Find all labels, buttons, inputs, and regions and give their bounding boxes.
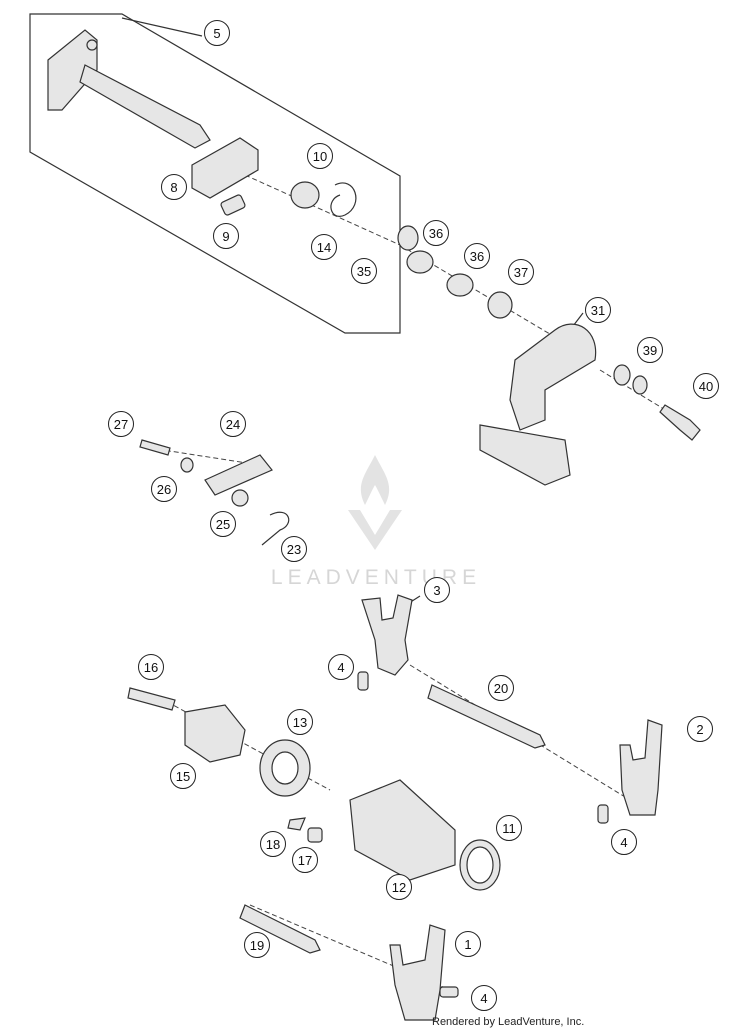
part-25-roller [231,489,249,507]
callout-part-8: 8 [161,174,187,200]
callout-part-4: 4 [471,985,497,1011]
callout-part-25: 25 [210,511,236,537]
leadventure-logo-icon [348,455,402,550]
callout-part-15: 15 [170,763,196,789]
part-37-seal [487,291,513,319]
callout-part-39: 39 [637,337,663,363]
callout-part-12: 12 [386,874,412,900]
part-8-plate [191,137,259,199]
part-35-washer [397,225,419,251]
part-3-shift-fork [361,594,413,676]
part-2-shift-fork [619,719,663,816]
callout-part-5: 5 [204,20,230,46]
part-4-pin-c [439,986,459,998]
callout-part-13: 13 [287,709,313,735]
shift-shaft-plate [47,29,98,111]
callout-part-4: 4 [611,829,637,855]
callout-part-31: 31 [585,297,611,323]
part-31-shift-lever [509,323,597,431]
callout-part-10: 10 [307,143,333,169]
part-10-roller [290,181,320,209]
callout-part-14: 14 [311,234,337,260]
part-18-screw [287,817,306,831]
part-36-bushing-a [406,250,434,274]
part-36-bushing-b [446,273,474,297]
part-39-washer [613,364,631,386]
callout-part-40: 40 [693,373,719,399]
callout-part-24: 24 [220,411,246,437]
callout-part-16: 16 [138,654,164,680]
part-9-spring [220,194,246,216]
part-20-shaft [427,684,546,749]
part-40-bolt [659,404,701,441]
callout-part-18: 18 [260,831,286,857]
callout-part-35: 35 [351,258,377,284]
part-12-shift-drum [349,779,456,881]
part-1-shift-fork [389,924,446,1021]
callout-part-20: 20 [488,675,514,701]
part-19-rod [239,904,321,954]
callout-part-26: 26 [151,476,177,502]
callout-part-17: 17 [292,847,318,873]
callout-part-36: 36 [464,243,490,269]
callout-part-9: 9 [213,223,239,249]
watermark-text: LEADVENTURE [270,566,482,589]
callout-part-36: 36 [423,220,449,246]
callout-part-37: 37 [508,259,534,285]
assembly-outline-5 [29,13,401,334]
part-24-lever [204,454,273,496]
shift-shaft [79,64,211,149]
part-26-washer [180,457,194,473]
callout-part-4: 4 [328,654,354,680]
callout-part-23: 23 [281,536,307,562]
part-23-spring [261,511,290,546]
callout-part-27: 27 [108,411,134,437]
part-17-sleeve [307,827,323,843]
part-4-pin-a [357,671,369,691]
part-16-bolt [127,687,176,711]
part-15-gear-segment [184,704,246,763]
callout-part-19: 19 [244,932,270,958]
callout-part-1: 1 [455,931,481,957]
part-27-bolt [139,439,171,456]
callout-part-11: 11 [496,815,522,841]
callout-part-3: 3 [424,577,450,603]
part-31-pedal [479,424,571,486]
part-14-spring [330,182,357,217]
callout-part-2: 2 [687,716,713,742]
part-4-pin-b [597,804,609,824]
render-credit: Rendered by LeadVenture, Inc. [432,1016,585,1028]
